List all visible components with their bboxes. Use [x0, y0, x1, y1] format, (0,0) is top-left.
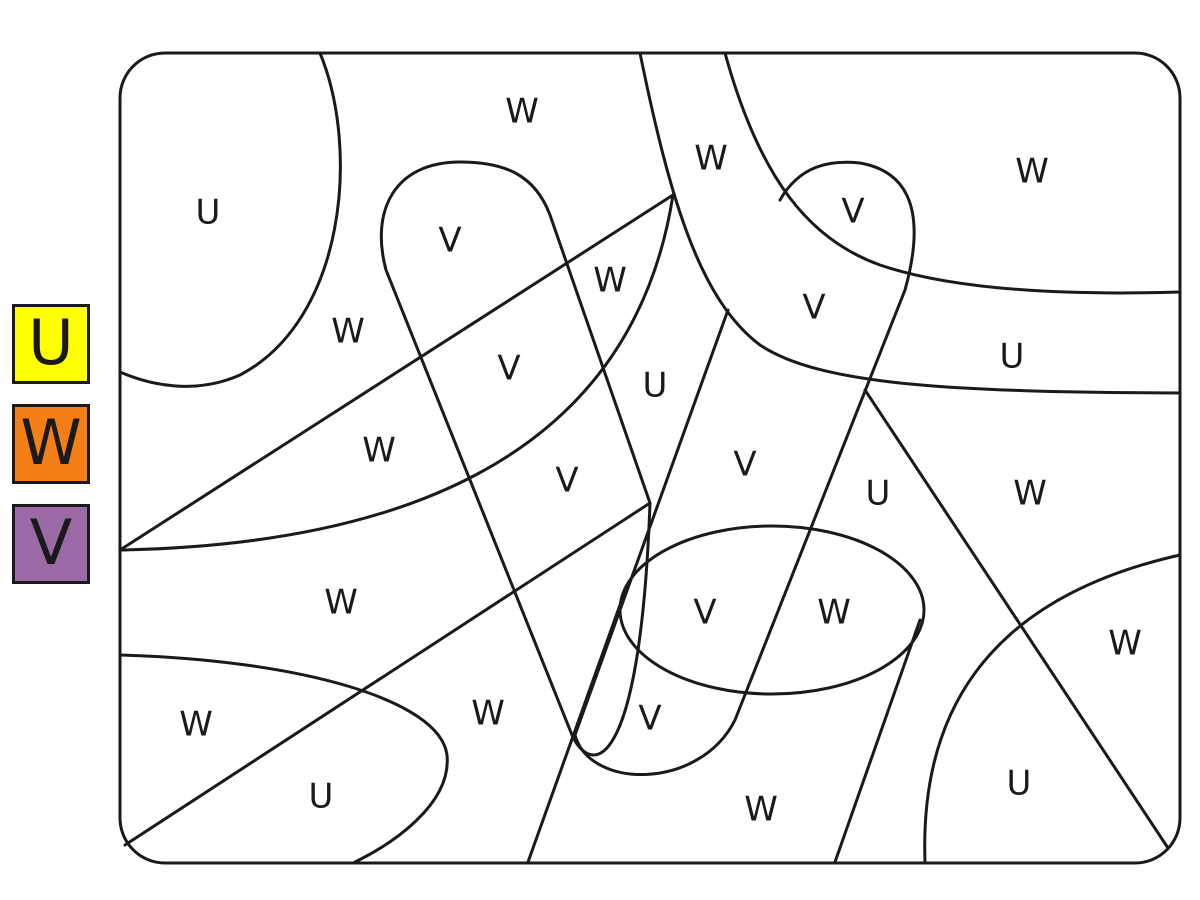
- region-label[interactable]: W: [817, 593, 851, 633]
- outline-lines: [118, 51, 1182, 865]
- legend-swatch-u[interactable]: U: [12, 304, 90, 384]
- region-label[interactable]: W: [505, 92, 539, 132]
- region-label[interactable]: W: [179, 705, 213, 745]
- region-label[interactable]: V: [497, 349, 520, 389]
- region-label[interactable]: W: [324, 583, 358, 623]
- region-letters: W W W U V V W V W V U U W V V U W W V W …: [179, 92, 1142, 830]
- region-label[interactable]: V: [802, 288, 825, 328]
- legend-letter-u: U: [28, 306, 74, 379]
- region-label[interactable]: W: [1015, 152, 1049, 192]
- color-legend: U W V: [12, 304, 96, 604]
- bottom-right-arc: [923, 553, 1182, 864]
- legend-letter-w: W: [20, 406, 82, 479]
- region-label[interactable]: W: [331, 312, 365, 352]
- legend-letter-v: V: [29, 506, 73, 579]
- region-label[interactable]: U: [196, 193, 221, 233]
- cylinder-left-side: [526, 603, 622, 864]
- region-label[interactable]: V: [693, 593, 716, 633]
- wedge-arc: [118, 193, 675, 552]
- region-label[interactable]: V: [733, 445, 756, 485]
- triangle-edge: [863, 388, 1170, 850]
- region-label[interactable]: U: [1000, 337, 1025, 377]
- region-label[interactable]: W: [694, 139, 728, 179]
- wedge-line-upper: [118, 193, 675, 552]
- circle-arc-top-left: [118, 51, 342, 388]
- region-label[interactable]: W: [471, 694, 505, 734]
- capsule-right: [573, 160, 916, 776]
- region-label[interactable]: V: [841, 192, 864, 232]
- region-label[interactable]: U: [866, 474, 891, 514]
- band-lower-edge: [638, 51, 1182, 395]
- region-label[interactable]: U: [1007, 764, 1032, 804]
- region-label[interactable]: W: [593, 261, 627, 301]
- region-label[interactable]: W: [744, 790, 778, 830]
- region-label[interactable]: V: [555, 461, 578, 501]
- band-upper-edge: [723, 51, 1182, 295]
- legend-swatch-w[interactable]: W: [12, 404, 90, 484]
- region-label[interactable]: W: [362, 431, 396, 471]
- bottom-left-arc: [118, 653, 449, 864]
- diagonal-lower: [123, 501, 652, 847]
- cylinder-right-side: [833, 618, 922, 864]
- region-label[interactable]: W: [1013, 474, 1047, 514]
- ellipse: [618, 524, 926, 696]
- capsule-left: [379, 160, 652, 757]
- region-label[interactable]: U: [309, 777, 334, 817]
- legend-swatch-v[interactable]: V: [12, 504, 90, 584]
- region-label[interactable]: U: [643, 366, 668, 406]
- region-label[interactable]: V: [638, 699, 661, 739]
- region-label[interactable]: V: [438, 221, 461, 261]
- region-label[interactable]: W: [1108, 624, 1142, 664]
- puzzle-frame: [118, 51, 1182, 865]
